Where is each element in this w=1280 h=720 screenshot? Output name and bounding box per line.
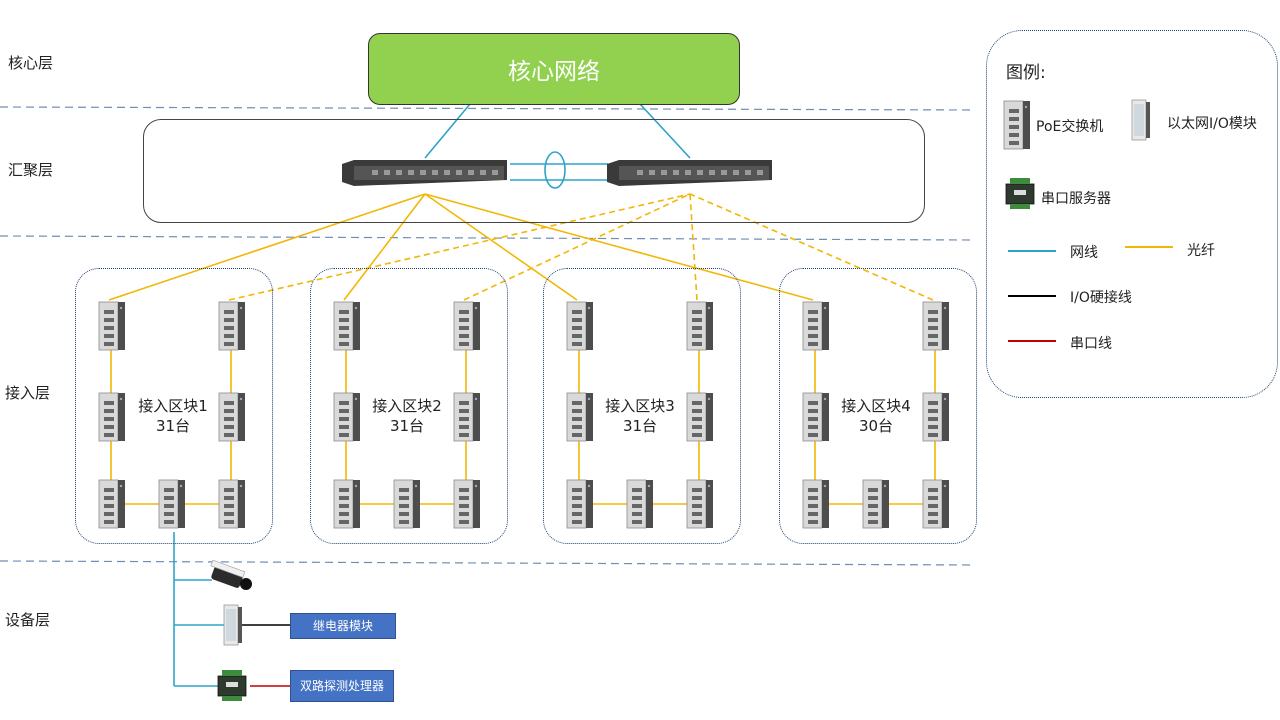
uplink-fiber-backup [689, 193, 934, 301]
layer-label-core: 核心层 [8, 54, 54, 72]
block-count: 30台 [858, 417, 894, 435]
access-block-3 [543, 268, 741, 544]
access-block-4 [779, 268, 977, 544]
aggregation-container [143, 119, 925, 223]
block-name: 接入区块4 [841, 397, 911, 415]
uplink-fiber-primary [343, 193, 426, 301]
access-block-3-label: 接入区块3 31台 [580, 396, 700, 436]
block-name: 接入区块2 [372, 397, 442, 415]
legend-network-cable-label: 网线 [1070, 245, 1098, 261]
block-count: 31台 [155, 417, 191, 435]
core-network-box: 核心网络 [368, 33, 740, 105]
block-name: 接入区块3 [605, 397, 675, 415]
io-module-icon [223, 604, 243, 646]
dual-detector-box: 双路探测处理器 [290, 670, 394, 702]
legend-serial-server-label: 串口服务器 [1041, 191, 1111, 207]
legend-title: 图例: [1006, 63, 1046, 83]
legend-fiber-label: 光纤 [1187, 243, 1215, 259]
serial-server-icon [217, 669, 247, 702]
layer-label-access: 接入层 [5, 384, 51, 402]
legend-panel [986, 30, 1278, 398]
access-block-4-label: 接入区块4 30台 [816, 396, 936, 436]
legend-ethernet-io-label: 以太网I/O模块 [1167, 116, 1257, 132]
access-block-1 [75, 268, 273, 544]
access-block-2-label: 接入区块2 31台 [347, 396, 467, 436]
uplink-fiber-primary [424, 193, 814, 301]
legend-poe-switch-label: PoE交换机 [1036, 119, 1104, 135]
block-count: 31台 [389, 417, 425, 435]
legend-serial-line-label: 串口线 [1070, 336, 1112, 352]
device-cables [173, 532, 224, 687]
camera-icon [210, 559, 253, 591]
legend-io-wire-label: I/O硬接线 [1070, 290, 1132, 306]
uplink-fiber-backup [228, 193, 691, 301]
layer-label-device: 设备层 [5, 611, 51, 629]
access-block-2 [310, 268, 508, 544]
block-name: 接入区块1 [138, 397, 208, 415]
relay-module-box: 继电器模块 [290, 613, 396, 639]
layer-label-aggregation: 汇聚层 [8, 161, 54, 179]
access-block-1-label: 接入区块1 31台 [113, 396, 233, 436]
uplink-fiber-primary [108, 193, 426, 301]
block-count: 31台 [622, 417, 658, 435]
uplink-fiber-backup [689, 193, 698, 301]
core-uplinks [424, 103, 691, 189]
